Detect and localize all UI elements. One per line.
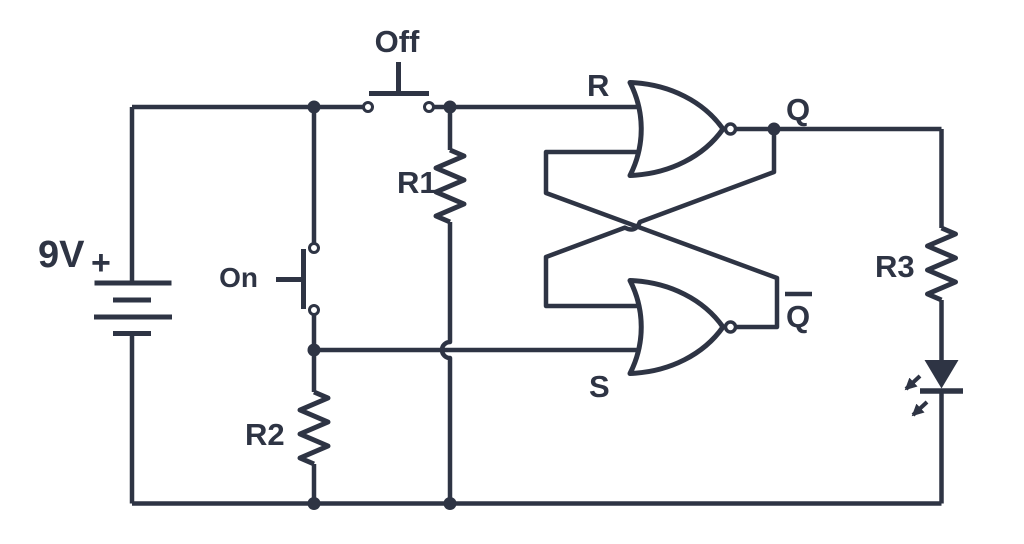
q-to-lower-gate-crosslink [543, 129, 777, 309]
on-pushbutton [276, 249, 306, 309]
junction-dot [443, 100, 457, 114]
battery-symbol [94, 280, 172, 336]
resistor-r2-zigzag [297, 389, 331, 467]
battery-plus-sign: + [91, 244, 111, 282]
on-button-label: On [219, 262, 258, 293]
labels: 9V + Off On R1 R2 R3 R S Q Q [38, 24, 915, 452]
resistor-r3-zigzag [925, 225, 958, 303]
off-button-label: Off [375, 24, 420, 59]
output-qbar-label: Q [785, 291, 812, 334]
junction-dots [307, 100, 781, 510]
switch-terminals [308, 101, 435, 316]
nor-gate-bottom [627, 278, 738, 376]
output-q-label: Q [786, 92, 810, 127]
on-switch-terminal-top [308, 242, 320, 254]
off-switch-terminal-right [423, 101, 435, 113]
battery-voltage-label: 9V [38, 234, 85, 276]
nor-gate-top-body [627, 80, 726, 178]
qbar-to-upper-gate-crosslink [543, 149, 780, 330]
resistor-r1-label: R1 [397, 165, 437, 200]
junction-dot [767, 122, 781, 136]
led-light-arrow-2 [911, 400, 929, 417]
off-switch-terminal-left [362, 101, 374, 113]
junction-dot [443, 497, 457, 510]
resistor-r2-label: R2 [245, 417, 285, 452]
r1-lower-wire-with-hop [439, 222, 453, 504]
nor-gate-bottom-inversion-bubble [723, 320, 738, 334]
led-triangle [924, 360, 959, 389]
resistor-r1-zigzag [433, 147, 467, 225]
led-symbol [904, 360, 963, 417]
on-switch-terminal-bottom [308, 304, 320, 316]
input-r-label: R [587, 68, 609, 103]
nor-gate-top-inversion-bubble [723, 122, 738, 136]
resistor-r3-label: R3 [875, 249, 915, 284]
output-qbar-letter: Q [786, 299, 810, 334]
led-light-arrow-1 [904, 374, 922, 391]
nor-gate-bottom-body [627, 278, 726, 376]
junction-dot [307, 497, 321, 510]
junction-dot [307, 100, 321, 114]
nor-gate-top [627, 80, 738, 178]
off-pushbutton [369, 62, 429, 96]
input-s-label: S [589, 369, 610, 404]
junction-dot [307, 343, 321, 357]
wires [129, 104, 944, 506]
